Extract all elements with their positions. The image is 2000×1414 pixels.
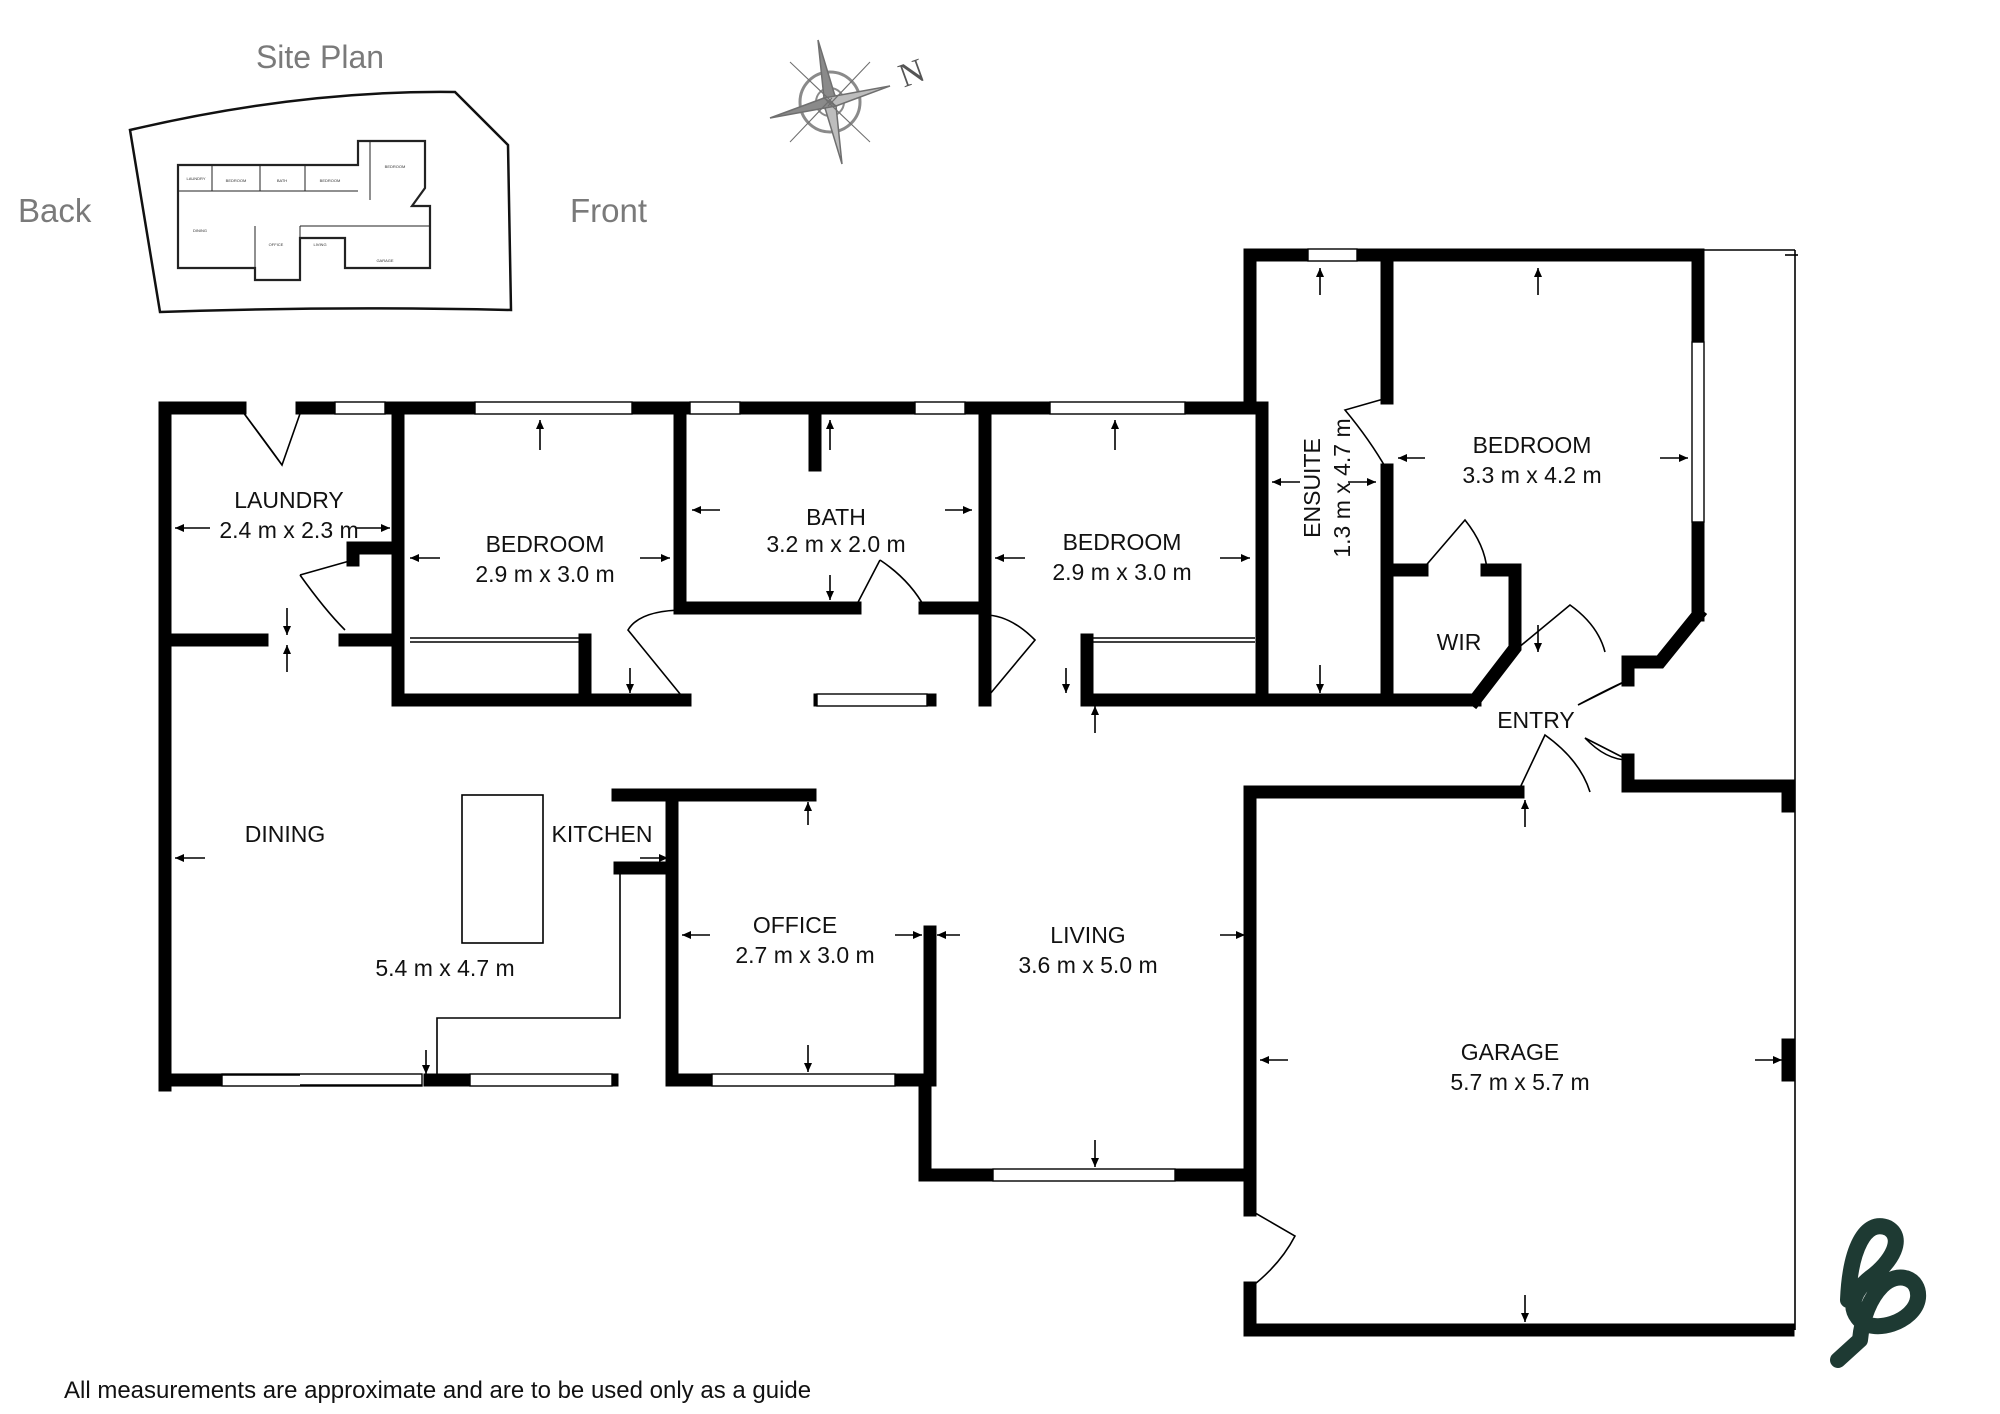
doors bbox=[222, 397, 1629, 1289]
site-plan-front-label: Front bbox=[570, 192, 647, 229]
compass-icon: N bbox=[769, 39, 930, 165]
bedroom-3-name: BEDROOM bbox=[1063, 529, 1182, 555]
bedroom-2-name: BEDROOM bbox=[486, 531, 605, 557]
dimension-arrows bbox=[175, 268, 1782, 1322]
svg-text:BEDROOM: BEDROOM bbox=[226, 178, 247, 183]
svg-text:BEDROOM: BEDROOM bbox=[320, 178, 341, 183]
disclaimer-text: All measurements are approximate and are… bbox=[64, 1377, 811, 1404]
thin-lines bbox=[410, 249, 1798, 1330]
kitchen-name: KITCHEN bbox=[552, 821, 653, 847]
site-plan-title: Site Plan bbox=[256, 39, 384, 75]
living-size: 3.6 m x 5.0 m bbox=[1018, 952, 1157, 978]
interior-walls bbox=[158, 248, 1522, 1087]
svg-text:DINING: DINING bbox=[193, 228, 207, 233]
office-name: OFFICE bbox=[753, 912, 837, 938]
bedroom-3-size: 2.9 m x 3.0 m bbox=[1052, 559, 1191, 585]
svg-text:LAUNDRY: LAUNDRY bbox=[186, 176, 205, 181]
bedroom-1-size: 3.3 m x 4.2 m bbox=[1462, 462, 1601, 488]
compass-north-label: N bbox=[894, 52, 930, 95]
garage-size: 5.7 m x 5.7 m bbox=[1450, 1069, 1589, 1095]
exterior-walls bbox=[158, 248, 1795, 1337]
ensuite-size: 1.3 m x 4.7 m bbox=[1329, 418, 1355, 557]
dining-size: 5.4 m x 4.7 m bbox=[375, 955, 514, 981]
svg-text:LIVING: LIVING bbox=[313, 242, 326, 247]
windows bbox=[221, 248, 1705, 1182]
brand-logo-letter: b bbox=[1870, 1299, 1871, 1301]
dining-name: DINING bbox=[245, 821, 326, 847]
site-plan-mini-house bbox=[176, 139, 432, 282]
laundry-name: LAUNDRY bbox=[234, 487, 344, 513]
wir-name: WIR bbox=[1437, 629, 1482, 655]
kitchen-island bbox=[461, 794, 544, 944]
garage-name: GARAGE bbox=[1461, 1039, 1559, 1065]
office-size: 2.7 m x 3.0 m bbox=[735, 942, 874, 968]
laundry-size: 2.4 m x 2.3 m bbox=[219, 517, 358, 543]
svg-text:OFFICE: OFFICE bbox=[269, 242, 284, 247]
room-labels: LAUNDRY 2.4 m x 2.3 m BEDROOM 2.9 m x 3.… bbox=[219, 418, 1601, 1095]
bath-size: 3.2 m x 2.0 m bbox=[766, 531, 905, 557]
svg-text:BEDROOM: BEDROOM bbox=[385, 164, 406, 169]
brand-logo: b bbox=[1830, 1218, 1927, 1368]
svg-text:GARAGE: GARAGE bbox=[376, 258, 393, 263]
site-plan: Site Plan Back Front LAUNDRY BEDROOM BAT… bbox=[18, 39, 647, 314]
ensuite-name: ENSUITE bbox=[1299, 438, 1325, 538]
bedroom-2-size: 2.9 m x 3.0 m bbox=[475, 561, 614, 587]
site-boundary bbox=[128, 90, 513, 314]
site-plan-back-label: Back bbox=[18, 192, 92, 229]
svg-text:BATH: BATH bbox=[277, 178, 287, 183]
bedroom-1-name: BEDROOM bbox=[1473, 432, 1592, 458]
bath-name: BATH bbox=[806, 504, 866, 530]
entry-name: ENTRY bbox=[1497, 707, 1575, 733]
living-name: LIVING bbox=[1050, 922, 1125, 948]
